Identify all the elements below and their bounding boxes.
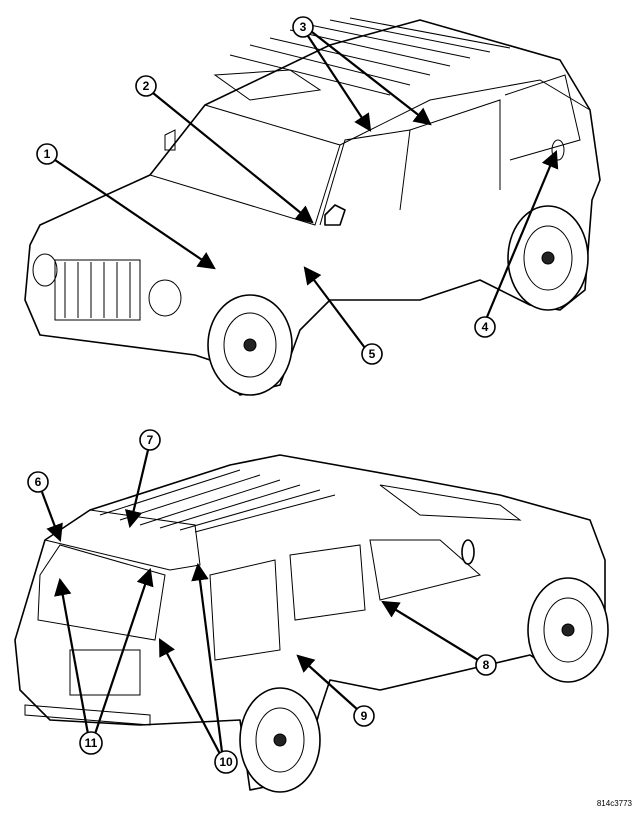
- leader-lines: [40, 31, 559, 755]
- svg-text:4: 4: [482, 320, 489, 334]
- svg-text:7: 7: [147, 433, 154, 447]
- callout-2: 2: [135, 75, 157, 97]
- figure-code: 814c3773: [596, 799, 632, 808]
- callout-8: 8: [475, 654, 497, 676]
- svg-text:10: 10: [219, 755, 233, 769]
- callout-3: 3: [292, 16, 314, 38]
- callout-11: 11: [79, 731, 103, 755]
- svg-text:2: 2: [143, 79, 150, 93]
- vehicle-rear-view: [14, 454, 609, 793]
- svg-text:11: 11: [85, 736, 98, 750]
- callout-10: 10: [214, 750, 238, 774]
- svg-text:3: 3: [300, 20, 307, 34]
- svg-text:6: 6: [35, 475, 42, 489]
- callout-6: 6: [27, 471, 49, 493]
- vehicle-front-view: [24, 17, 601, 396]
- callout-5: 5: [361, 343, 383, 365]
- svg-text:9: 9: [361, 709, 368, 723]
- callout-9: 9: [353, 705, 375, 727]
- svg-text:1: 1: [44, 147, 51, 161]
- callout-1: 1: [36, 143, 58, 165]
- callout-4: 4: [474, 316, 496, 338]
- svg-text:8: 8: [483, 658, 490, 672]
- svg-text:5: 5: [369, 347, 376, 361]
- callout-7: 7: [139, 429, 161, 451]
